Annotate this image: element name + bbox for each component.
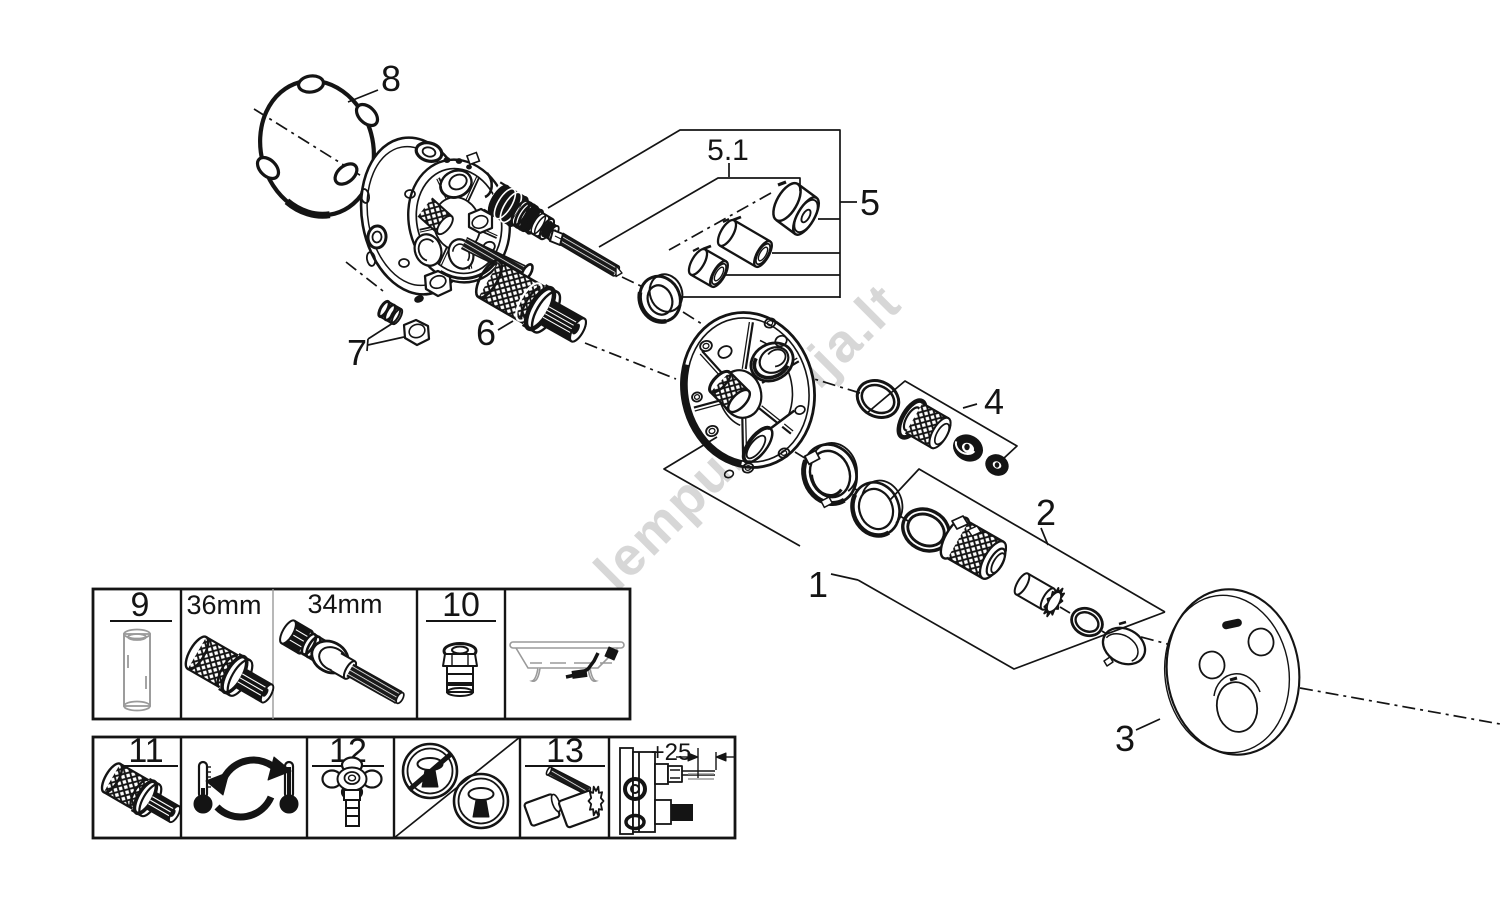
svg-text:2: 2 bbox=[1036, 492, 1056, 533]
svg-text:7: 7 bbox=[347, 332, 367, 373]
svg-text:3: 3 bbox=[1115, 718, 1135, 759]
svg-text:9: 9 bbox=[131, 586, 150, 624]
svg-text:6: 6 bbox=[476, 312, 496, 353]
svg-text:5: 5 bbox=[860, 182, 880, 223]
svg-text:8: 8 bbox=[381, 58, 401, 99]
svg-text:4: 4 bbox=[984, 381, 1004, 422]
svg-text:5.1: 5.1 bbox=[707, 134, 749, 167]
svg-text:13: 13 bbox=[546, 732, 584, 770]
svg-text:1: 1 bbox=[808, 564, 828, 605]
svg-text:+25: +25 bbox=[651, 739, 692, 766]
svg-text:10: 10 bbox=[442, 586, 480, 624]
svg-text:34mm: 34mm bbox=[307, 589, 382, 619]
svg-text:11: 11 bbox=[128, 732, 163, 770]
svg-text:36mm: 36mm bbox=[186, 590, 261, 620]
